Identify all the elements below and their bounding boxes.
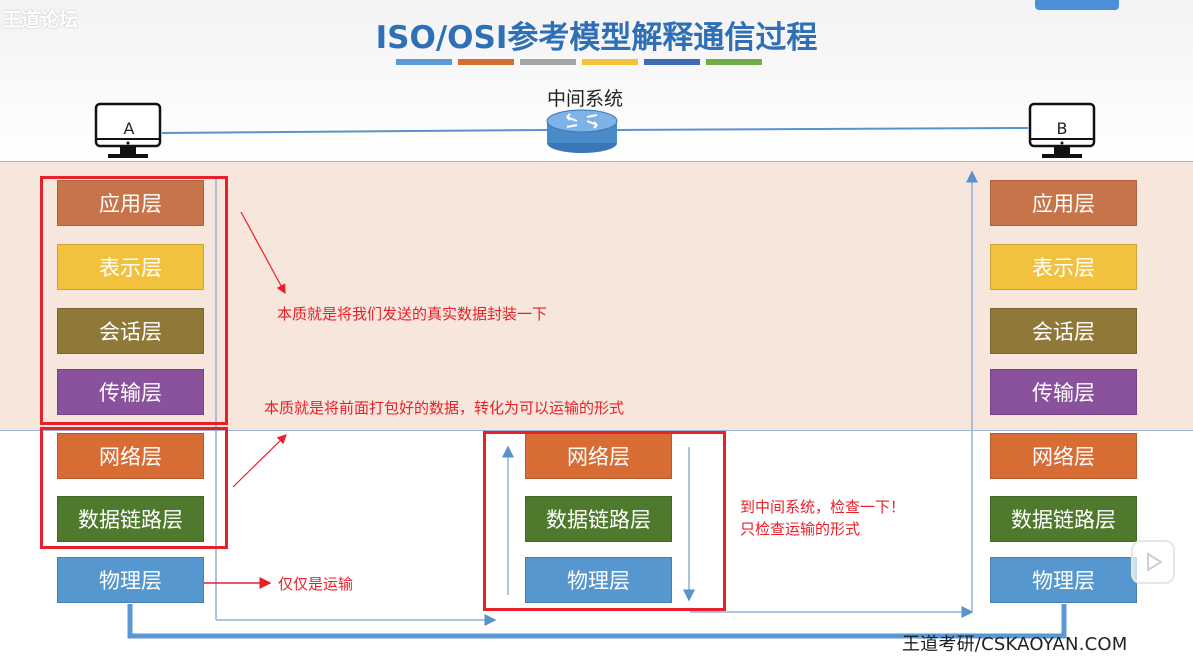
a-application-layer: 应用层	[57, 180, 204, 226]
link-router-b	[616, 127, 1029, 131]
computer-b-icon	[1028, 102, 1096, 158]
video-play-overlay[interactable]	[1131, 540, 1175, 584]
link-a-router	[161, 129, 549, 134]
note-upper-layers: 本质就是将我们发送的真实数据封装一下	[277, 305, 548, 323]
router-icon	[546, 109, 618, 153]
b-transport-layer: 传输层	[990, 369, 1137, 415]
highlight-lower-layers	[40, 427, 228, 549]
physical-medium-line	[127, 604, 1067, 639]
intermediate-system-label: 中间系统	[546, 88, 623, 110]
mid-datalink-layer: 数据链路层	[525, 496, 672, 542]
slide-title: ISO/OSI参考模型解释通信过程	[375, 20, 818, 56]
top-badge	[1035, 0, 1119, 10]
b-network-layer: 网络层	[990, 433, 1137, 479]
note-physical: 仅仅是运输	[278, 575, 354, 593]
b-datalink-layer: 数据链路层	[990, 496, 1137, 542]
b-physical-layer: 物理层	[990, 557, 1137, 603]
annotation-arrow-lower	[232, 434, 287, 488]
a-presentation-layer: 表示层	[57, 244, 204, 290]
title-color-bars	[396, 59, 762, 65]
a-session-layer: 会话层	[57, 308, 204, 354]
mid-physical-layer: 物理层	[525, 557, 672, 603]
a-datalink-layer: 数据链路层	[57, 496, 204, 542]
b-session-layer: 会话层	[990, 308, 1137, 354]
footer-watermark: 王道考研/CSKAOYAN.COM	[902, 634, 1128, 655]
a-physical-layer: 物理层	[57, 557, 204, 603]
host-b-label: B	[1056, 119, 1068, 138]
a-network-layer: 网络层	[57, 433, 204, 479]
note-middle-line2: 只检查运输的形式	[740, 520, 861, 538]
computer-a-icon	[94, 102, 162, 158]
a-transport-layer: 传输层	[57, 369, 204, 415]
play-icon	[1147, 552, 1163, 572]
highlight-upper-layers	[40, 176, 228, 425]
note-lower-layers: 本质就是将前面打包好的数据，转化为可以运输的形式	[264, 399, 625, 417]
note-middle-line1: 到中间系统，检查一下！	[740, 498, 906, 516]
forum-watermark: 王道论坛	[2, 9, 79, 31]
annotation-arrow-upper	[240, 211, 286, 295]
b-presentation-layer: 表示层	[990, 244, 1137, 290]
host-a-label: A	[123, 119, 135, 138]
highlight-intermediate-system	[483, 431, 726, 611]
b-application-layer: 应用层	[990, 180, 1137, 226]
